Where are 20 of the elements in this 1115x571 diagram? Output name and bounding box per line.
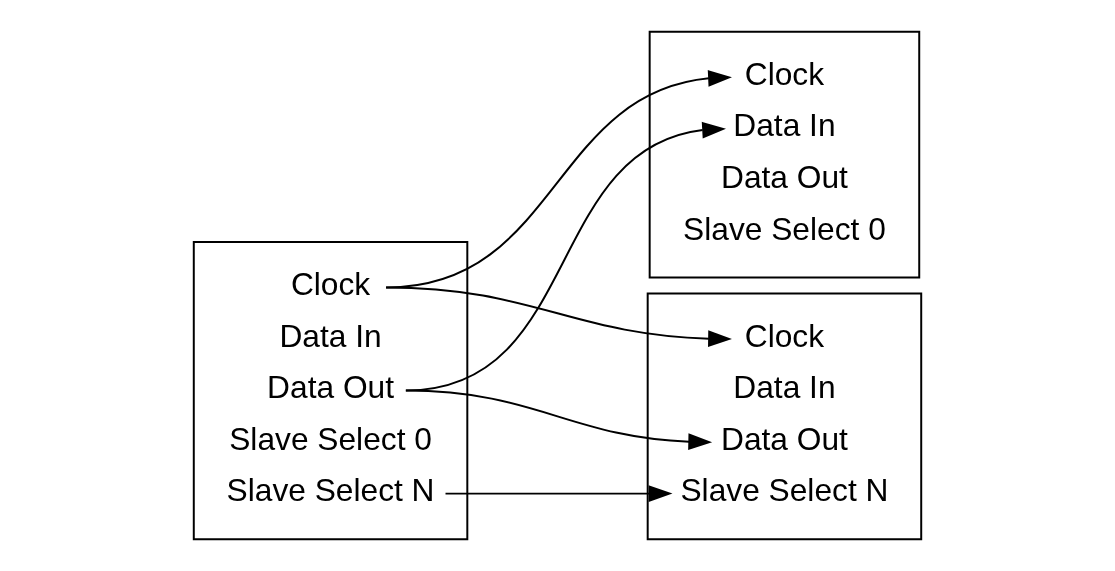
node-text: Slave Select 0	[229, 420, 432, 457]
node-text: Slave Select 0	[683, 210, 886, 247]
cluster	[648, 30, 921, 279]
node-text: Clock	[744, 55, 825, 92]
node-text: Data Out	[721, 158, 848, 195]
node-text: Data In	[733, 107, 836, 144]
node-text: Data In	[733, 369, 836, 406]
node-text: Slave Select N	[226, 472, 435, 509]
cluster	[192, 240, 469, 541]
arrow	[404, 389, 713, 451]
node-text: Data Out	[721, 420, 848, 457]
arrow	[404, 121, 726, 392]
arrow	[385, 70, 732, 289]
arrow	[444, 485, 673, 502]
node-text: Clock	[744, 317, 825, 354]
arrow	[385, 286, 732, 348]
node-text: Data Out	[267, 369, 394, 406]
node-text: Slave Select N	[680, 472, 889, 509]
node-text: Data In	[279, 317, 382, 354]
node-text: Clock	[290, 266, 371, 303]
